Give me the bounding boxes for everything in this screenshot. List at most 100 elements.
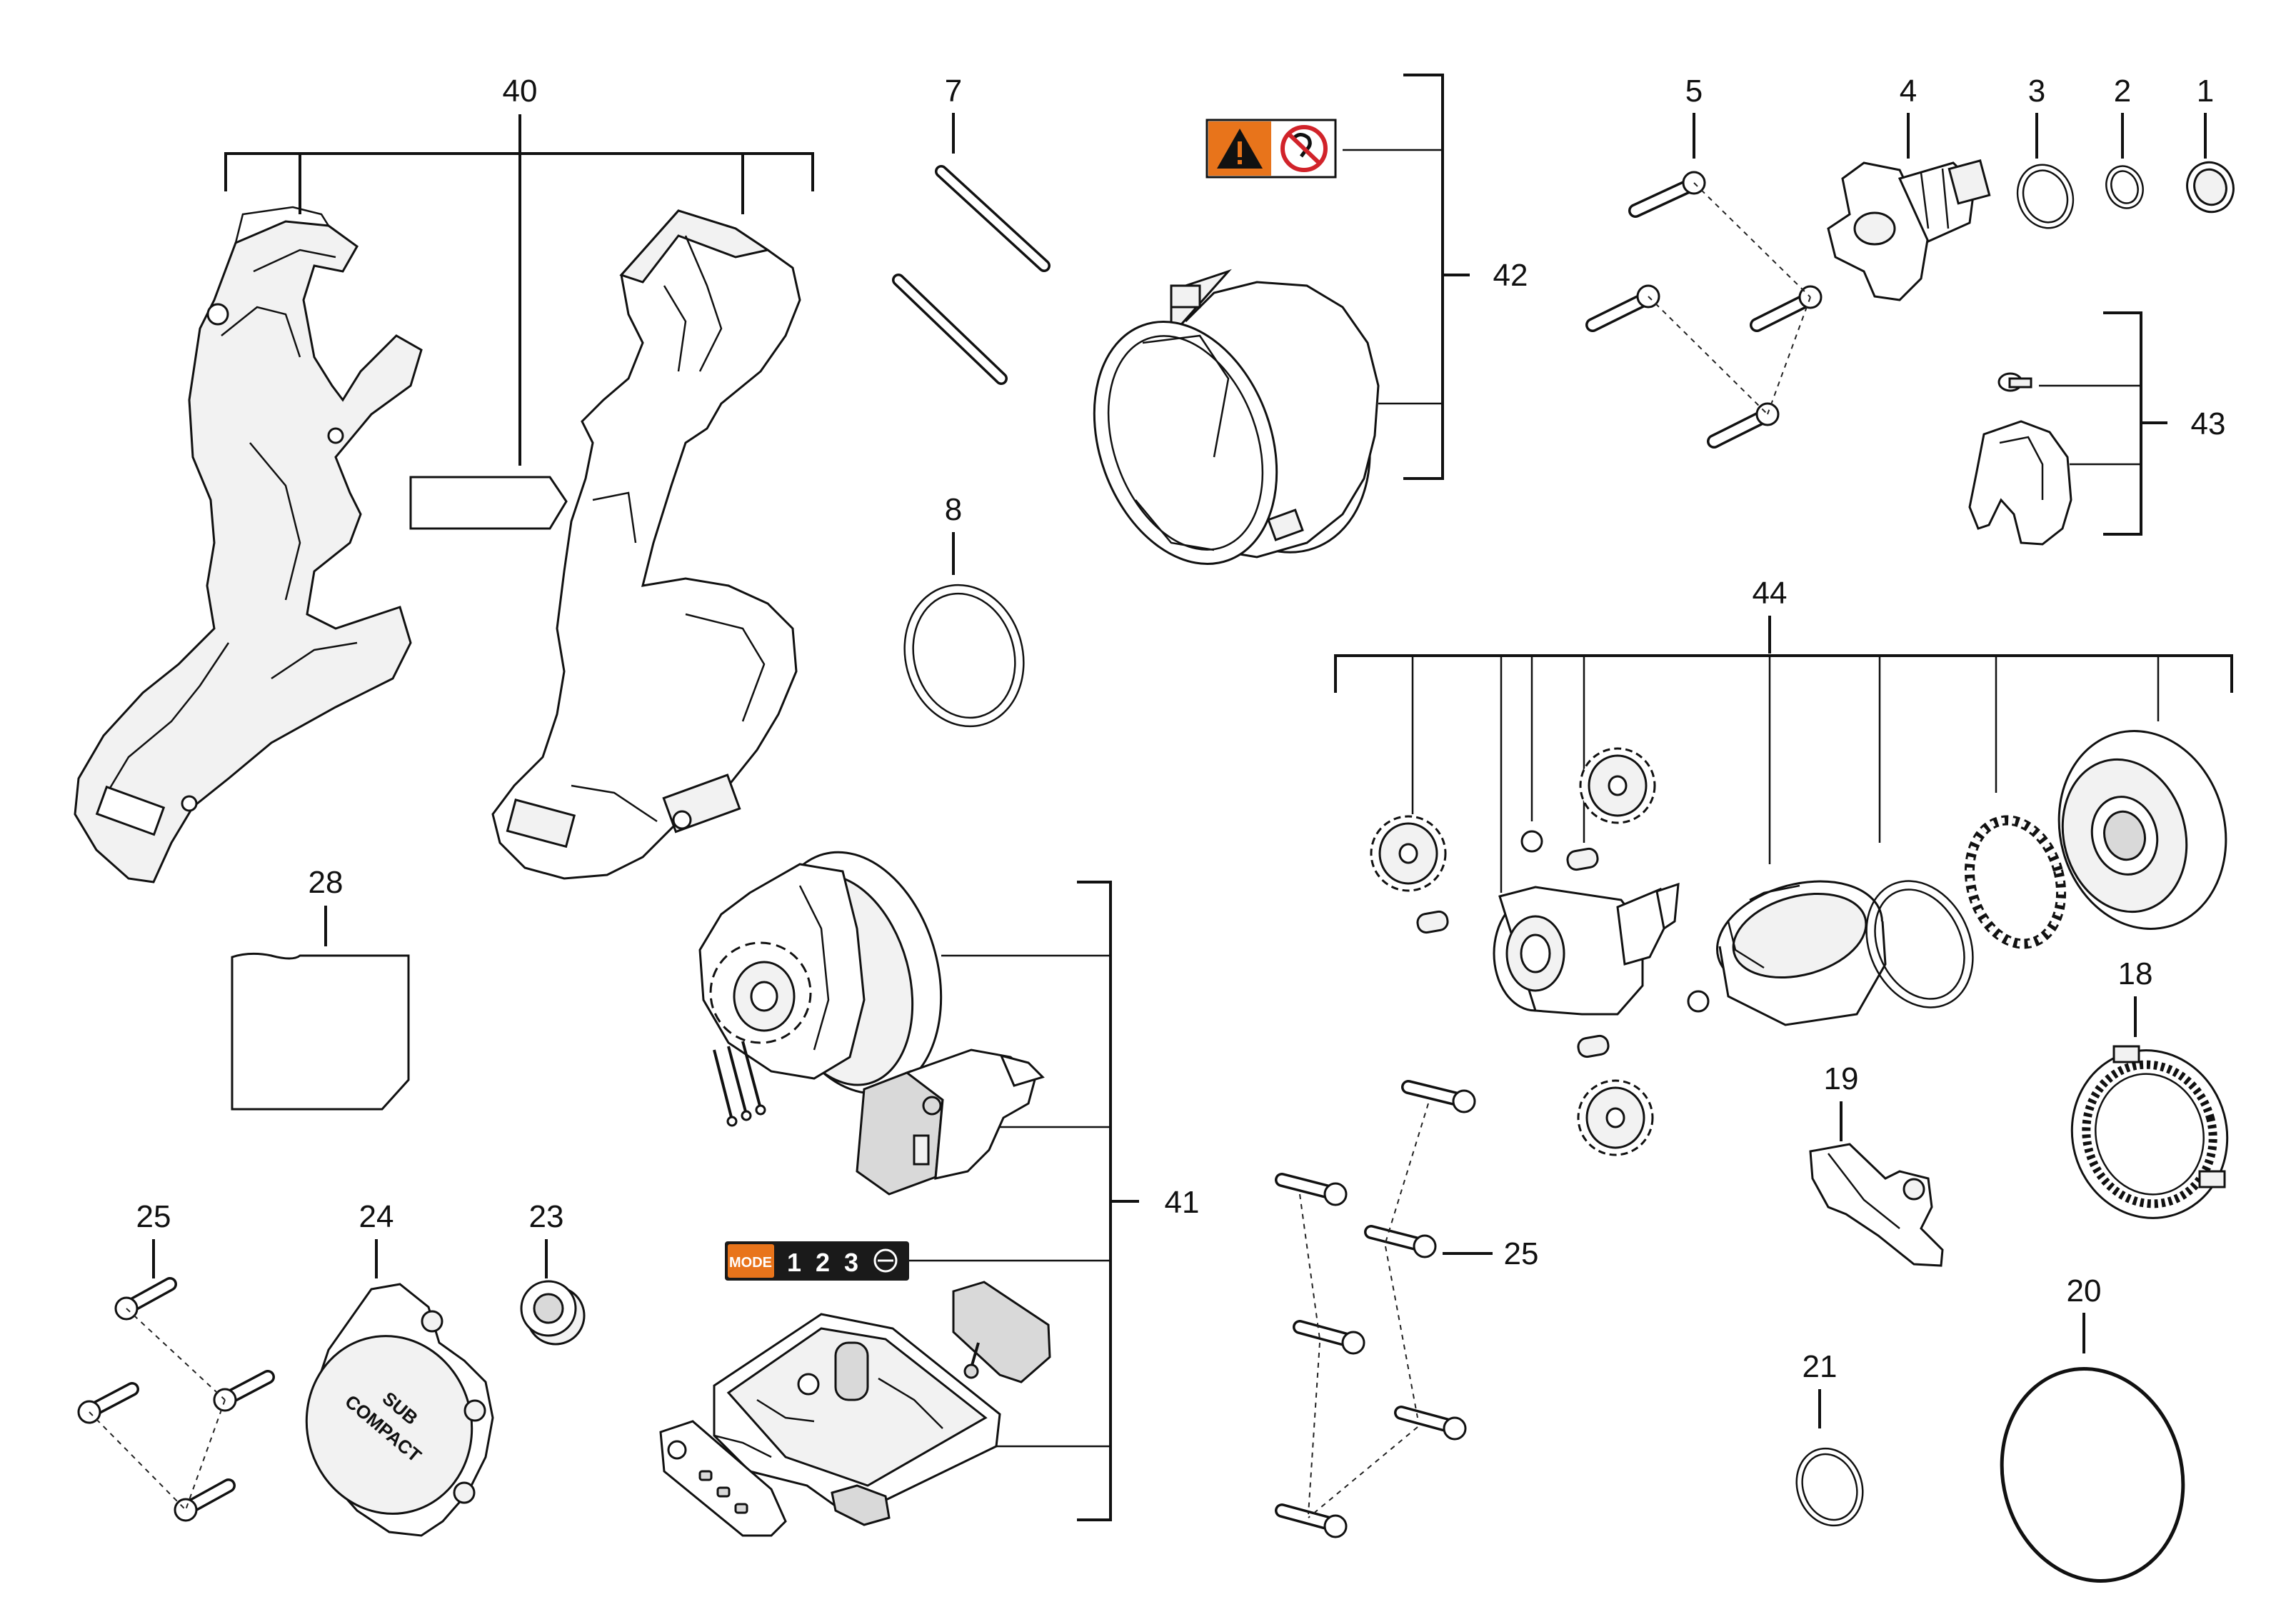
screw-25r-5: [1394, 1406, 1467, 1441]
end-cover-24: SUB COMPACT: [305, 1283, 494, 1537]
callout-25-left: 25: [136, 1199, 171, 1278]
callout-number-5: 5: [1685, 74, 1703, 109]
mode-button: [952, 1281, 1051, 1383]
callout-number-20: 20: [2067, 1273, 2102, 1308]
mode-setting-3: 3: [844, 1248, 858, 1277]
label-28-blank: [231, 952, 410, 1111]
screw-25r-4: [1293, 1320, 1365, 1355]
screw-25l-1: [114, 1277, 177, 1321]
callout-number-25-left: 25: [136, 1199, 171, 1234]
anvil-4: [1827, 159, 1991, 301]
screws-25-left: [77, 1277, 275, 1522]
ball-bearing-ring: [1964, 815, 2067, 949]
callout-number-4: 4: [1900, 74, 1917, 109]
callout-number-28: 28: [309, 865, 344, 900]
screw-25r-6: [1275, 1503, 1348, 1538]
callout-number-2: 2: [2114, 74, 2131, 109]
callout-28: 28: [309, 865, 344, 946]
warning-label: [1205, 119, 1337, 179]
callout-number-19: 19: [1824, 1061, 1859, 1096]
needle-pin-c: [1577, 1034, 1610, 1058]
housing-label-blank: [409, 476, 568, 530]
right-housing-half: [491, 209, 801, 880]
callout-42: 42: [1343, 74, 1528, 480]
screw-25r-1: [1401, 1080, 1476, 1113]
hammer: [1716, 880, 1887, 1026]
callout-number-3: 3: [2028, 74, 2045, 109]
planet-gear-c: [1577, 1079, 1654, 1156]
screws-25-right: [1275, 1080, 1476, 1538]
warning-triangle-icon: [1217, 129, 1263, 169]
callout-number-41: 41: [1165, 1185, 1200, 1220]
screws-5: [1585, 171, 1823, 449]
screw-5c: [1750, 285, 1823, 332]
needle-pin-b: [1566, 847, 1599, 871]
ring-2: [2105, 165, 2144, 209]
callout-21: 21: [1803, 1349, 1838, 1428]
motor: [698, 851, 943, 1127]
callout-number-8: 8: [945, 492, 962, 527]
trigger-switch: [856, 1048, 1045, 1196]
steel-ball-b: [1687, 990, 1710, 1013]
callout-40: 40: [224, 74, 814, 466]
o-ring-8: [903, 584, 1025, 728]
screw-5b: [1585, 284, 1660, 332]
callout-24: 24: [359, 1199, 394, 1278]
callout-3: 3: [2028, 74, 2045, 159]
callout-41: 41: [907, 881, 1200, 1521]
planet-gear-a: [1370, 815, 1447, 892]
pin-lower: [892, 274, 1008, 385]
screw-25l-2: [77, 1382, 139, 1424]
callout-1: 1: [2197, 74, 2214, 159]
callout-44: 44: [1334, 576, 2233, 893]
auto-mode-icon: [873, 1248, 898, 1273]
callout-number-43: 43: [2191, 406, 2226, 441]
callout-25-right: 25: [1443, 1236, 1538, 1271]
ear-protection-icon: [1280, 125, 1328, 172]
mode-setting-1: 1: [787, 1248, 801, 1277]
callout-number-44: 44: [1753, 576, 1788, 611]
callout-8: 8: [945, 492, 962, 575]
ring-gear-18: [2070, 1045, 2229, 1219]
steel-ball-a: [1520, 830, 1543, 853]
screw-25r-2: [1275, 1173, 1348, 1206]
callout-number-40: 40: [503, 74, 538, 109]
callout-number-23: 23: [529, 1199, 564, 1234]
screw-5a: [1628, 171, 1706, 218]
hammer-gasket: [1865, 880, 1974, 1008]
callout-number-7: 7: [945, 74, 962, 109]
callout-19: 19: [1824, 1061, 1859, 1141]
callout-number-42: 42: [1493, 258, 1528, 293]
callout-number-1: 1: [2197, 74, 2214, 109]
screw-5d: [1707, 402, 1780, 449]
screw-25l-4: [174, 1478, 236, 1522]
control-board: [659, 1313, 1001, 1537]
callout-number-21: 21: [1803, 1349, 1838, 1384]
callout-4: 4: [1900, 74, 1917, 159]
callout-20: 20: [2067, 1273, 2102, 1353]
screw-25r-3: [1364, 1225, 1437, 1258]
callout-23: 23: [529, 1199, 564, 1278]
spindle-carrier: [1493, 882, 1680, 1016]
nut-23: [520, 1280, 586, 1346]
callout-2: 2: [2114, 74, 2131, 159]
anvil-cup: [2057, 730, 2227, 930]
lock-plate-19: [1809, 1143, 1944, 1267]
needle-pin-a: [1416, 910, 1449, 934]
front-housing: [1093, 269, 1380, 565]
planet-gear-b: [1579, 747, 1656, 824]
callout-5: 5: [1685, 74, 1703, 159]
ring-1: [2186, 161, 2235, 214]
mode-label-text: MODE: [729, 1255, 772, 1271]
mode-label: MODE 1 2 3: [725, 1241, 909, 1281]
o-ring-20: [2000, 1367, 2185, 1583]
mode-setting-2: 2: [816, 1248, 830, 1277]
clip-screw: [1997, 372, 2032, 392]
o-ring-21: [1795, 1447, 1864, 1527]
callout-number-18: 18: [2118, 956, 2153, 991]
callout-number-25-right: 25: [1504, 1236, 1539, 1271]
pin-upper: [935, 165, 1051, 272]
callout-43: 43: [2039, 311, 2226, 536]
callout-number-24: 24: [359, 1199, 394, 1234]
